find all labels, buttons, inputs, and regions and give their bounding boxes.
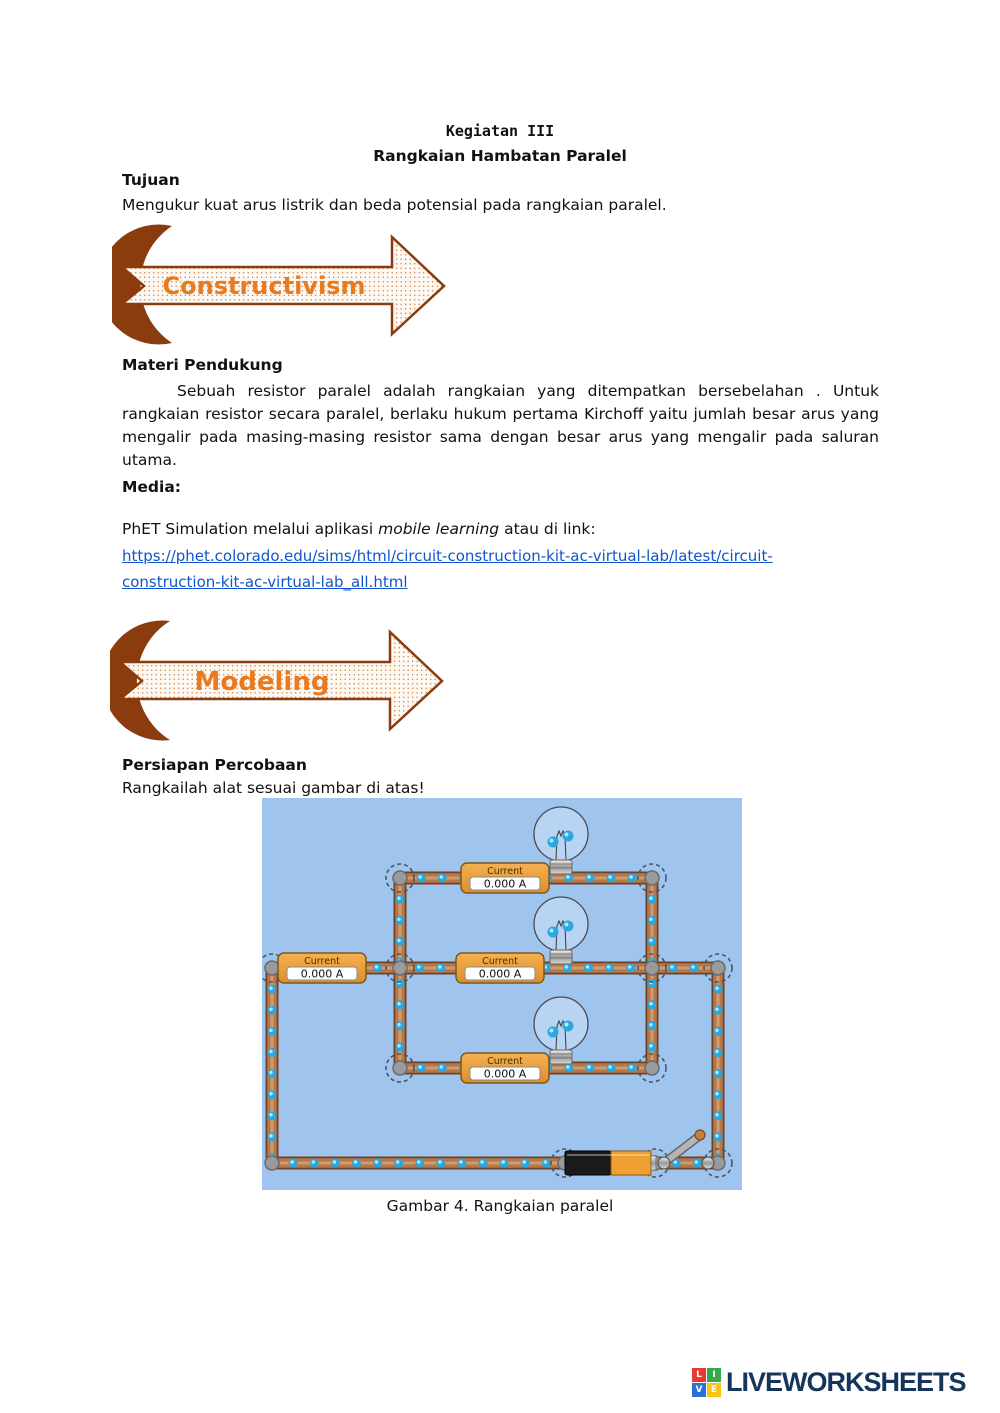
liveworksheets-logo-icon: L I V E <box>692 1368 721 1397</box>
logo-square-l: L <box>692 1368 706 1382</box>
media-intro: PhET Simulation melalui aplikasi mobile … <box>122 520 596 538</box>
media-intro-italic: mobile learning <box>378 520 500 538</box>
logo-square-v: V <box>692 1383 706 1397</box>
arrow-shape <box>118 234 446 337</box>
persiapan-body: Rangkailah alat sesuai gambar di atas! <box>122 779 425 797</box>
ammeter-1-value: 0.000 A <box>484 878 527 891</box>
media-heading: Media: <box>122 478 182 496</box>
ammeter-1-label: Current <box>487 866 523 877</box>
ammeter-1: Current 0.000 A <box>460 862 550 894</box>
crescent-icon <box>110 620 170 741</box>
logo-square-i: I <box>707 1368 721 1382</box>
circuit-figure: Current 0.000 A Current 0.000 A Current … <box>257 798 742 1190</box>
circuit-diagram: Current 0.000 A Current 0.000 A Current … <box>257 806 733 1178</box>
logo-square-e: E <box>707 1383 721 1397</box>
media-intro-prefix: PhET Simulation melalui aplikasi <box>122 520 379 538</box>
media-intro-suffix: atau di link: <box>499 520 596 538</box>
persiapan-heading: Persiapan Percobaan <box>122 756 307 774</box>
phet-link-line1: https://phet.colorado.edu/sims/html/circ… <box>122 547 773 565</box>
ammeter-2: Current 0.000 A <box>277 952 367 984</box>
phet-link-line2: construction-kit-ac-virtual-lab_all.html <box>122 573 408 591</box>
light-bulb-2 <box>533 896 589 965</box>
figure-caption: Gambar 4. Rangkaian paralel <box>386 1197 614 1215</box>
crescent-icon <box>112 224 172 345</box>
battery <box>564 1150 657 1176</box>
brand-name: LIVEWORKSHEETS <box>726 1367 967 1397</box>
ammeter-2-label: Current <box>304 956 340 967</box>
light-bulb-1 <box>533 806 589 875</box>
page-title: Kegiatan III <box>445 122 555 140</box>
ammeter-4-label: Current <box>487 1056 523 1067</box>
junction-nodes <box>257 863 733 1178</box>
light-bulb-3 <box>533 996 589 1065</box>
footer-brand: L I V E LIVEWORKSHEETS <box>692 1367 967 1398</box>
ammeter-4: Current 0.000 A <box>460 1052 550 1084</box>
ammeter-3-value: 0.000 A <box>479 968 522 981</box>
tujuan-body: Mengukur kuat arus listrik dan beda pote… <box>122 196 667 214</box>
ammeter-3: Current 0.000 A <box>455 952 545 984</box>
ammeter-2-value: 0.000 A <box>301 968 344 981</box>
phet-link[interactable]: https://phet.colorado.edu/sims/html/circ… <box>122 543 773 595</box>
page-subtitle: Rangkaian Hambatan Paralel <box>373 147 627 165</box>
constructivism-banner: Constructivism <box>112 224 446 345</box>
materi-heading: Materi Pendukung <box>122 356 283 374</box>
arrow-shape <box>116 629 444 732</box>
modeling-label: Modeling <box>195 667 330 697</box>
tujuan-heading: Tujuan <box>122 171 180 189</box>
ammeter-3-label: Current <box>482 956 518 967</box>
constructivism-label: Constructivism <box>163 272 366 300</box>
modeling-banner: Modeling <box>110 620 444 741</box>
switch <box>657 1129 715 1170</box>
ammeter-4-value: 0.000 A <box>484 1068 527 1081</box>
materi-body: Sebuah resistor paralel adalah rangkaian… <box>122 382 879 469</box>
